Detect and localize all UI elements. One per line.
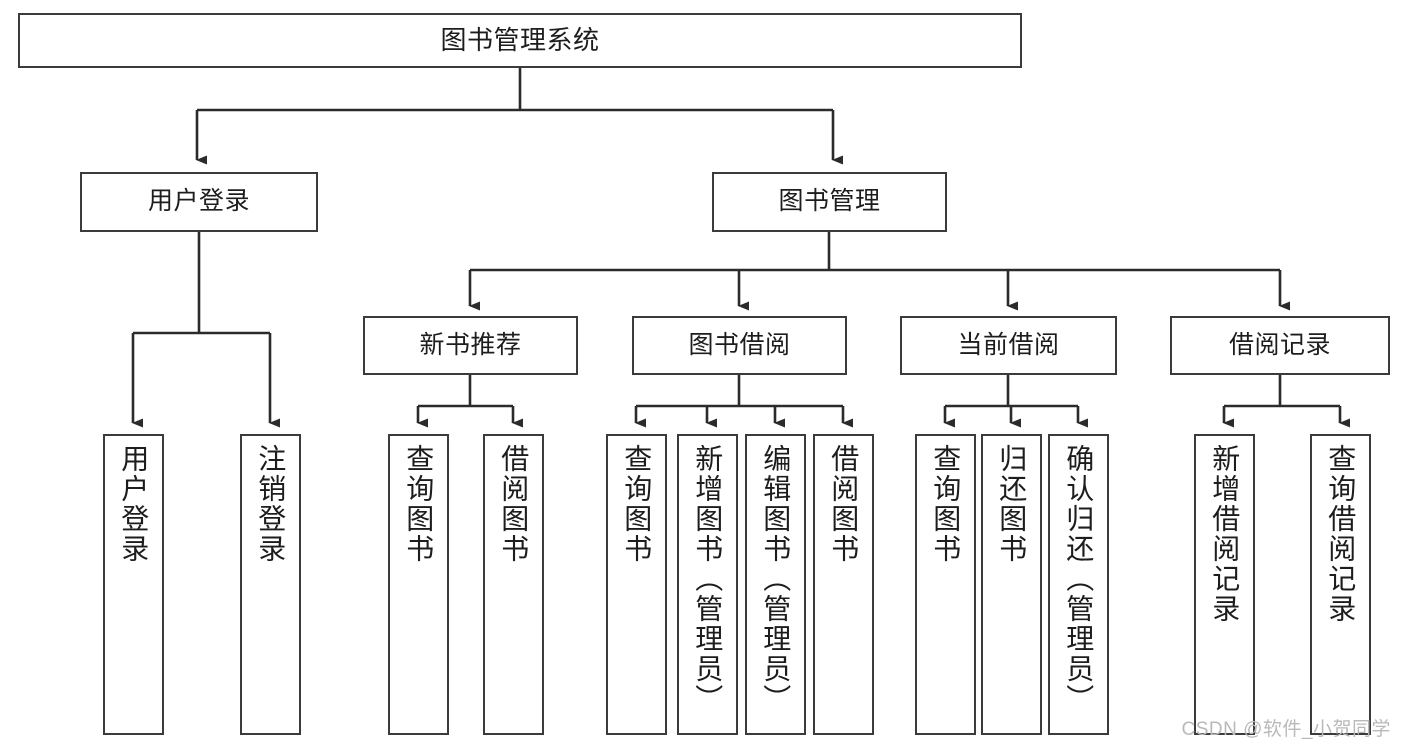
node-leaf-borrow-book-2[interactable]: 借阅图书: [813, 434, 874, 735]
node-leaf-confirm-return[interactable]: 确认归还（管理员）: [1048, 434, 1109, 735]
node-new-book-recommend-label: 新书推荐: [419, 330, 522, 359]
node-book-borrow-label: 图书借阅: [688, 330, 791, 359]
node-leaf-query-book-2-label: 查询图书: [621, 444, 653, 564]
node-borrow-record-label: 借阅记录: [1228, 330, 1331, 359]
node-leaf-user-login[interactable]: 用户登录: [103, 434, 164, 735]
node-leaf-user-login-label: 用户登录: [118, 444, 150, 564]
node-current-borrow-label: 当前借阅: [957, 330, 1060, 359]
node-leaf-borrow-book-1-label: 借阅图书: [498, 444, 530, 564]
node-leaf-add-record-label: 新增借阅记录: [1209, 444, 1241, 624]
node-leaf-add-book-label: 新增图书（管理员）: [692, 444, 724, 714]
node-leaf-query-book-2[interactable]: 查询图书: [606, 434, 667, 735]
node-leaf-query-book-1-label: 查询图书: [403, 444, 435, 564]
watermark: CSDN @软件_小贺同学: [1181, 719, 1391, 740]
node-leaf-return-book-label: 归还图书: [996, 444, 1028, 564]
node-leaf-query-record-label: 查询借阅记录: [1325, 444, 1357, 624]
node-book-borrow[interactable]: 图书借阅: [632, 316, 847, 375]
node-leaf-query-book-3[interactable]: 查询图书: [915, 434, 976, 735]
node-book-management-label: 图书管理: [778, 187, 881, 216]
node-leaf-query-book-1[interactable]: 查询图书: [388, 434, 449, 735]
node-leaf-return-book[interactable]: 归还图书: [981, 434, 1042, 735]
node-root-label: 图书管理系统: [440, 25, 600, 56]
node-leaf-borrow-book-2-label: 借阅图书: [828, 444, 860, 564]
node-book-management[interactable]: 图书管理: [712, 172, 947, 232]
node-new-book-recommend[interactable]: 新书推荐: [363, 316, 578, 375]
node-root[interactable]: 图书管理系统: [18, 13, 1022, 68]
node-leaf-logout-login-label: 注销登录: [255, 444, 287, 564]
node-leaf-query-book-3-label: 查询图书: [930, 444, 962, 564]
node-leaf-logout-login[interactable]: 注销登录: [240, 434, 301, 735]
node-current-borrow[interactable]: 当前借阅: [900, 316, 1117, 375]
node-leaf-query-record[interactable]: 查询借阅记录: [1310, 434, 1371, 735]
node-leaf-edit-book[interactable]: 编辑图书（管理员）: [745, 434, 806, 735]
node-borrow-record[interactable]: 借阅记录: [1170, 316, 1390, 375]
node-user-login-label: 用户登录: [147, 187, 250, 216]
node-leaf-confirm-return-label: 确认归还（管理员）: [1063, 444, 1095, 714]
node-leaf-add-record[interactable]: 新增借阅记录: [1194, 434, 1255, 735]
node-user-login[interactable]: 用户登录: [80, 172, 318, 232]
node-leaf-add-book[interactable]: 新增图书（管理员）: [677, 434, 738, 735]
node-leaf-edit-book-label: 编辑图书（管理员）: [760, 444, 792, 714]
node-leaf-borrow-book-1[interactable]: 借阅图书: [483, 434, 544, 735]
